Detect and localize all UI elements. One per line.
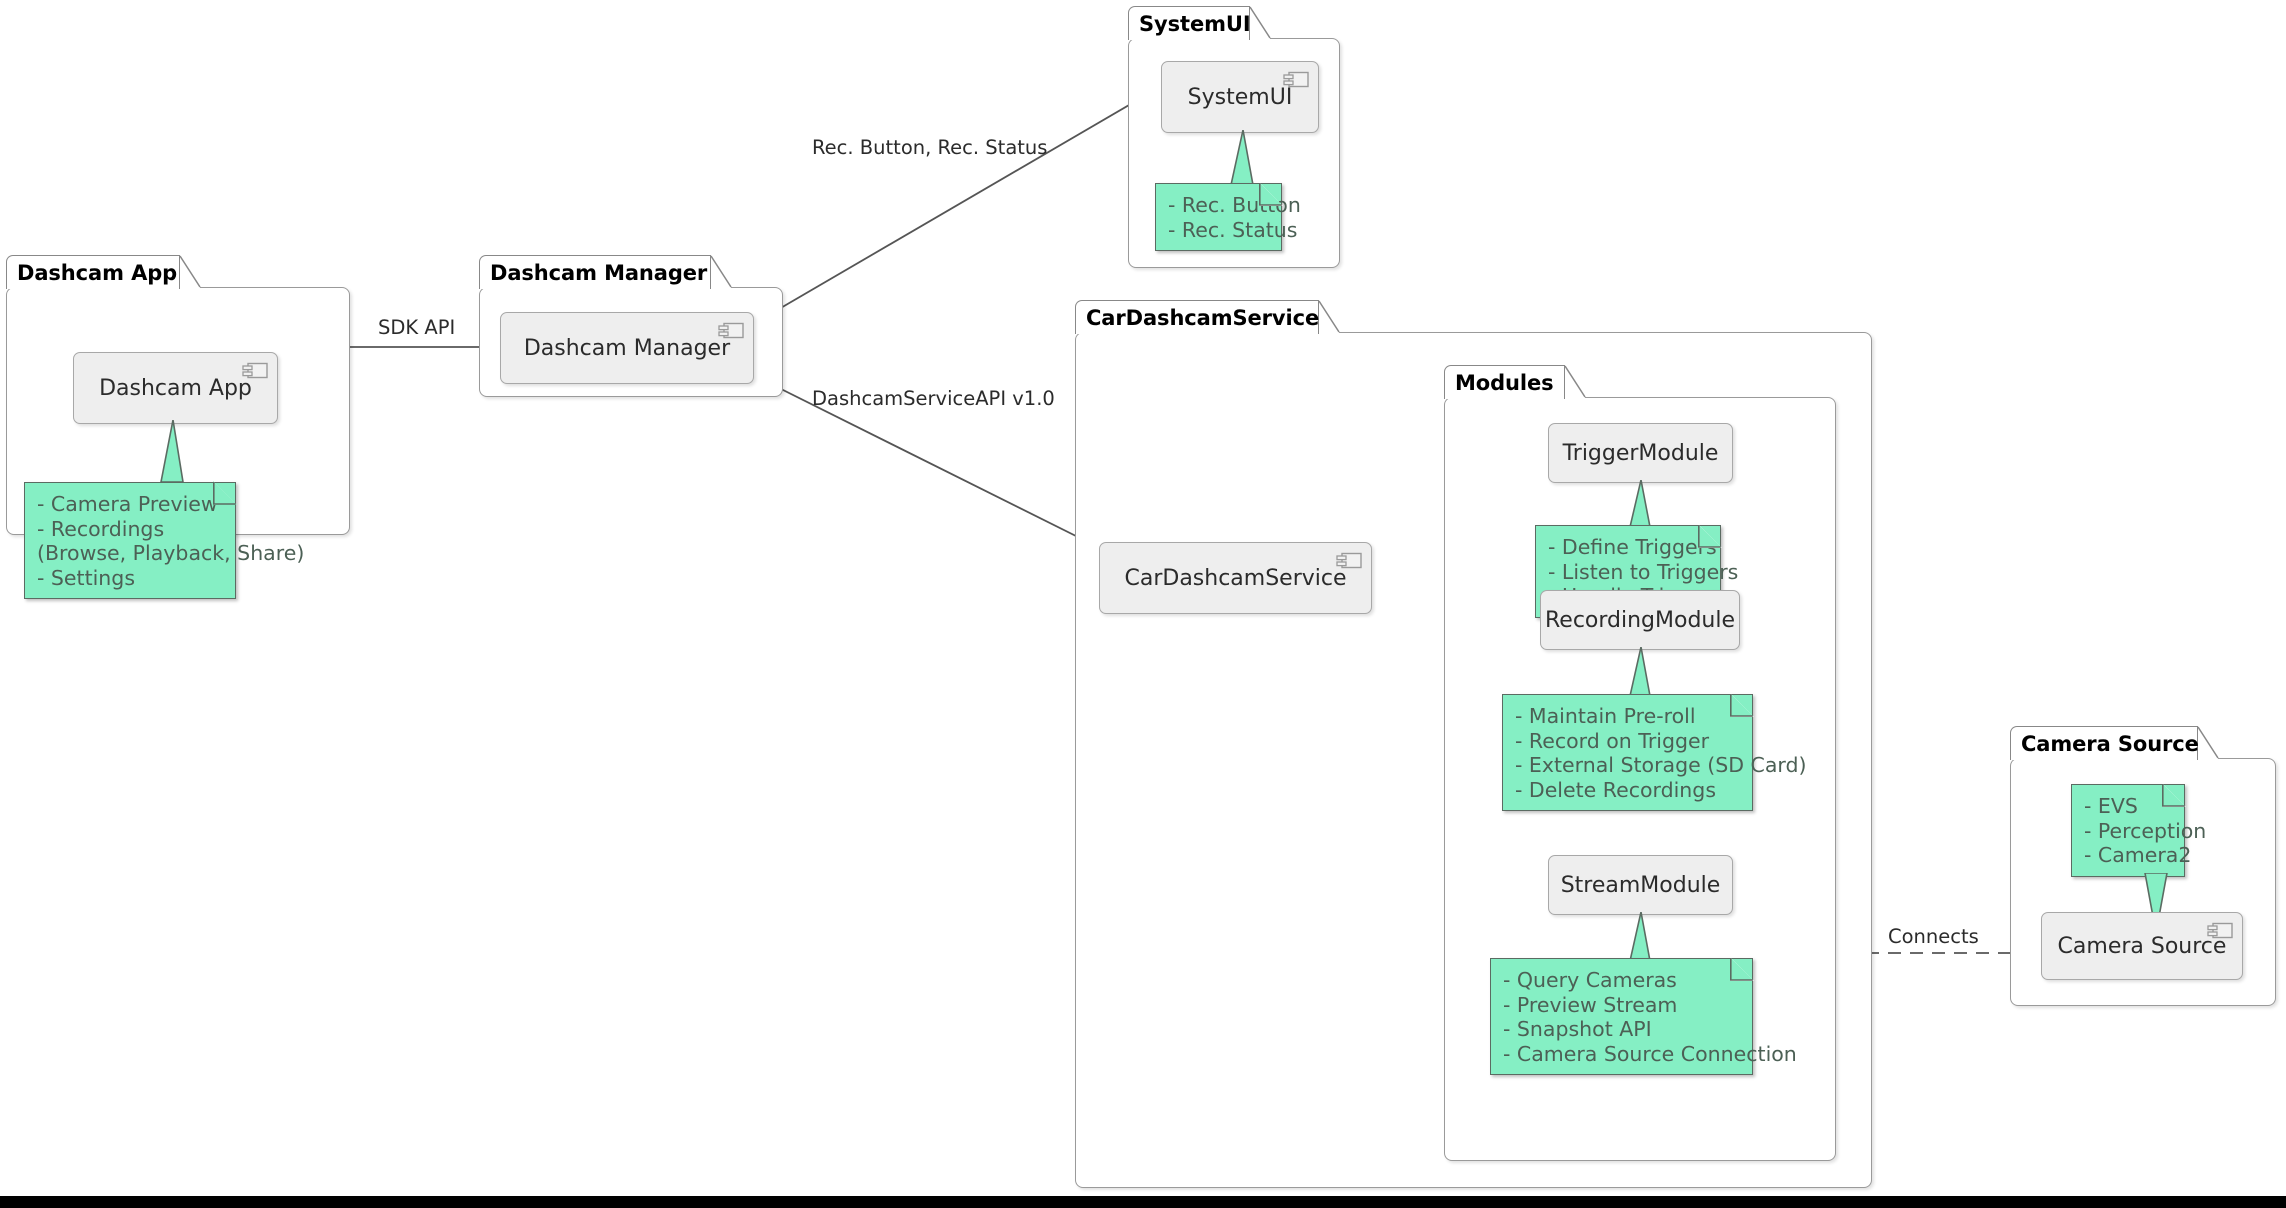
component-icon [242, 362, 268, 379]
component-recording-module[interactable]: RecordingModule [1540, 590, 1740, 650]
component-label: RecordingModule [1544, 607, 1736, 633]
edge-label-sdk-api: SDK API [378, 316, 456, 339]
package-tab-dashcam-app: Dashcam App [6, 255, 180, 289]
note-line: - EVS [2084, 794, 2138, 818]
edge-manager-to-systemui [766, 93, 1149, 317]
package-title: Dashcam App [17, 260, 178, 285]
note-camera-source: - EVS - Perception - Camera2 [2071, 783, 2207, 877]
note-connector-dashcam-app [160, 420, 184, 483]
component-systemui[interactable]: SystemUI [1161, 61, 1319, 133]
edge-label-connects: Connects [1888, 925, 1979, 948]
note-line: - Rec. Status [1168, 217, 1298, 242]
package-tab-fold-icon [180, 255, 201, 289]
note-line: - Record on Trigger [1515, 728, 1710, 753]
package-tab-systemui: SystemUI [1128, 6, 1251, 40]
package-title: Camera Source [2021, 731, 2199, 756]
note-line-emphasis: - Camera Source Connection [1503, 1041, 1797, 1066]
component-dashcam-app[interactable]: Dashcam App [73, 352, 278, 424]
note-line: - Camera2 [2084, 843, 2192, 868]
component-icon [2207, 922, 2233, 939]
component-icon [1336, 552, 1362, 569]
note-connector-recording-module [1629, 647, 1651, 697]
note-recording-module: - Maintain Pre-roll - Record on Trigger … [1502, 693, 1807, 812]
note-line: - Rec. Button [1168, 193, 1301, 217]
component-stream-module[interactable]: StreamModule [1548, 855, 1733, 915]
note-fold-icon [2161, 783, 2186, 808]
note-line: - Settings [37, 565, 135, 590]
note-connector-camera-source [2144, 873, 2168, 934]
note-line: - Listen to Triggers [1548, 559, 1739, 584]
component-label: CarDashcamService [1124, 565, 1347, 591]
note-line: - Snapshot API [1503, 1017, 1652, 1042]
component-icon [718, 322, 744, 339]
bottom-bar [0, 1196, 2286, 1208]
component-label: Camera Source [2057, 933, 2227, 959]
component-icon [1283, 71, 1309, 88]
package-title: CarDashcamService [1086, 305, 1320, 330]
note-line: - Query Cameras [1503, 968, 1677, 992]
note-fold-icon [1729, 957, 1754, 982]
package-title: Dashcam Manager [490, 260, 708, 285]
edge-label-dashcamserviceapi: DashcamServiceAPI v1.0 [812, 387, 1055, 410]
component-trigger-module[interactable]: TriggerModule [1548, 423, 1733, 483]
package-title: SystemUI [1139, 11, 1251, 36]
note-line: - Maintain Pre-roll [1515, 704, 1696, 728]
note-connector-stream-module [1629, 912, 1651, 962]
component-label: TriggerModule [1562, 440, 1719, 466]
edge-label-rec-button-status: Rec. Button, Rec. Status [812, 136, 1048, 159]
component-camera-source[interactable]: Camera Source [2041, 912, 2243, 980]
note-line: - Delete Recordings [1515, 777, 1716, 802]
note-connector-systemui [1230, 130, 1254, 186]
package-tab-dashcam-manager: Dashcam Manager [479, 255, 711, 289]
package-tab-fold-icon [711, 255, 732, 289]
note-connector-trigger-module [1628, 480, 1651, 528]
note-line: - Camera Preview [37, 492, 218, 516]
package-tab-camera-source: Camera Source [2010, 726, 2199, 760]
package-tab-modules: Modules [1444, 365, 1565, 399]
package-tab-cardashcamservice: CarDashcamService [1075, 300, 1319, 334]
note-fold-icon [1697, 524, 1722, 549]
note-line: - Recordings [37, 516, 165, 541]
note-line: - Define Triggers [1548, 535, 1717, 559]
note-line: - Preview Stream [1503, 992, 1678, 1017]
note-line: - External Storage (SD Card) [1515, 753, 1807, 778]
component-cardashcamservice[interactable]: CarDashcamService [1099, 542, 1372, 614]
note-fold-icon [212, 481, 237, 506]
package-tab-fold-icon [2198, 726, 2219, 760]
package-tab-fold-icon [1250, 6, 1271, 40]
package-title: Modules [1455, 370, 1554, 395]
note-fold-icon [1729, 693, 1754, 718]
note-line: (Browse, Playback, Share) [37, 541, 305, 566]
component-label: StreamModule [1560, 872, 1721, 898]
note-dashcam-app: - Camera Preview - Recordings (Browse, P… [24, 481, 305, 600]
component-label: Dashcam Manager [523, 335, 731, 361]
note-line: - Perception [2084, 818, 2207, 843]
component-dashcam-manager[interactable]: Dashcam Manager [500, 312, 754, 384]
package-tab-fold-icon [1319, 300, 1340, 334]
note-stream-module: - Query Cameras - Preview Stream - Snaps… [1490, 957, 1797, 1076]
note-systemui: - Rec. Button - Rec. Status [1155, 182, 1301, 252]
note-fold-icon [1258, 182, 1283, 207]
component-label: Dashcam App [99, 375, 252, 401]
component-label: SystemUI [1187, 84, 1293, 110]
package-tab-fold-icon [1565, 365, 1586, 399]
